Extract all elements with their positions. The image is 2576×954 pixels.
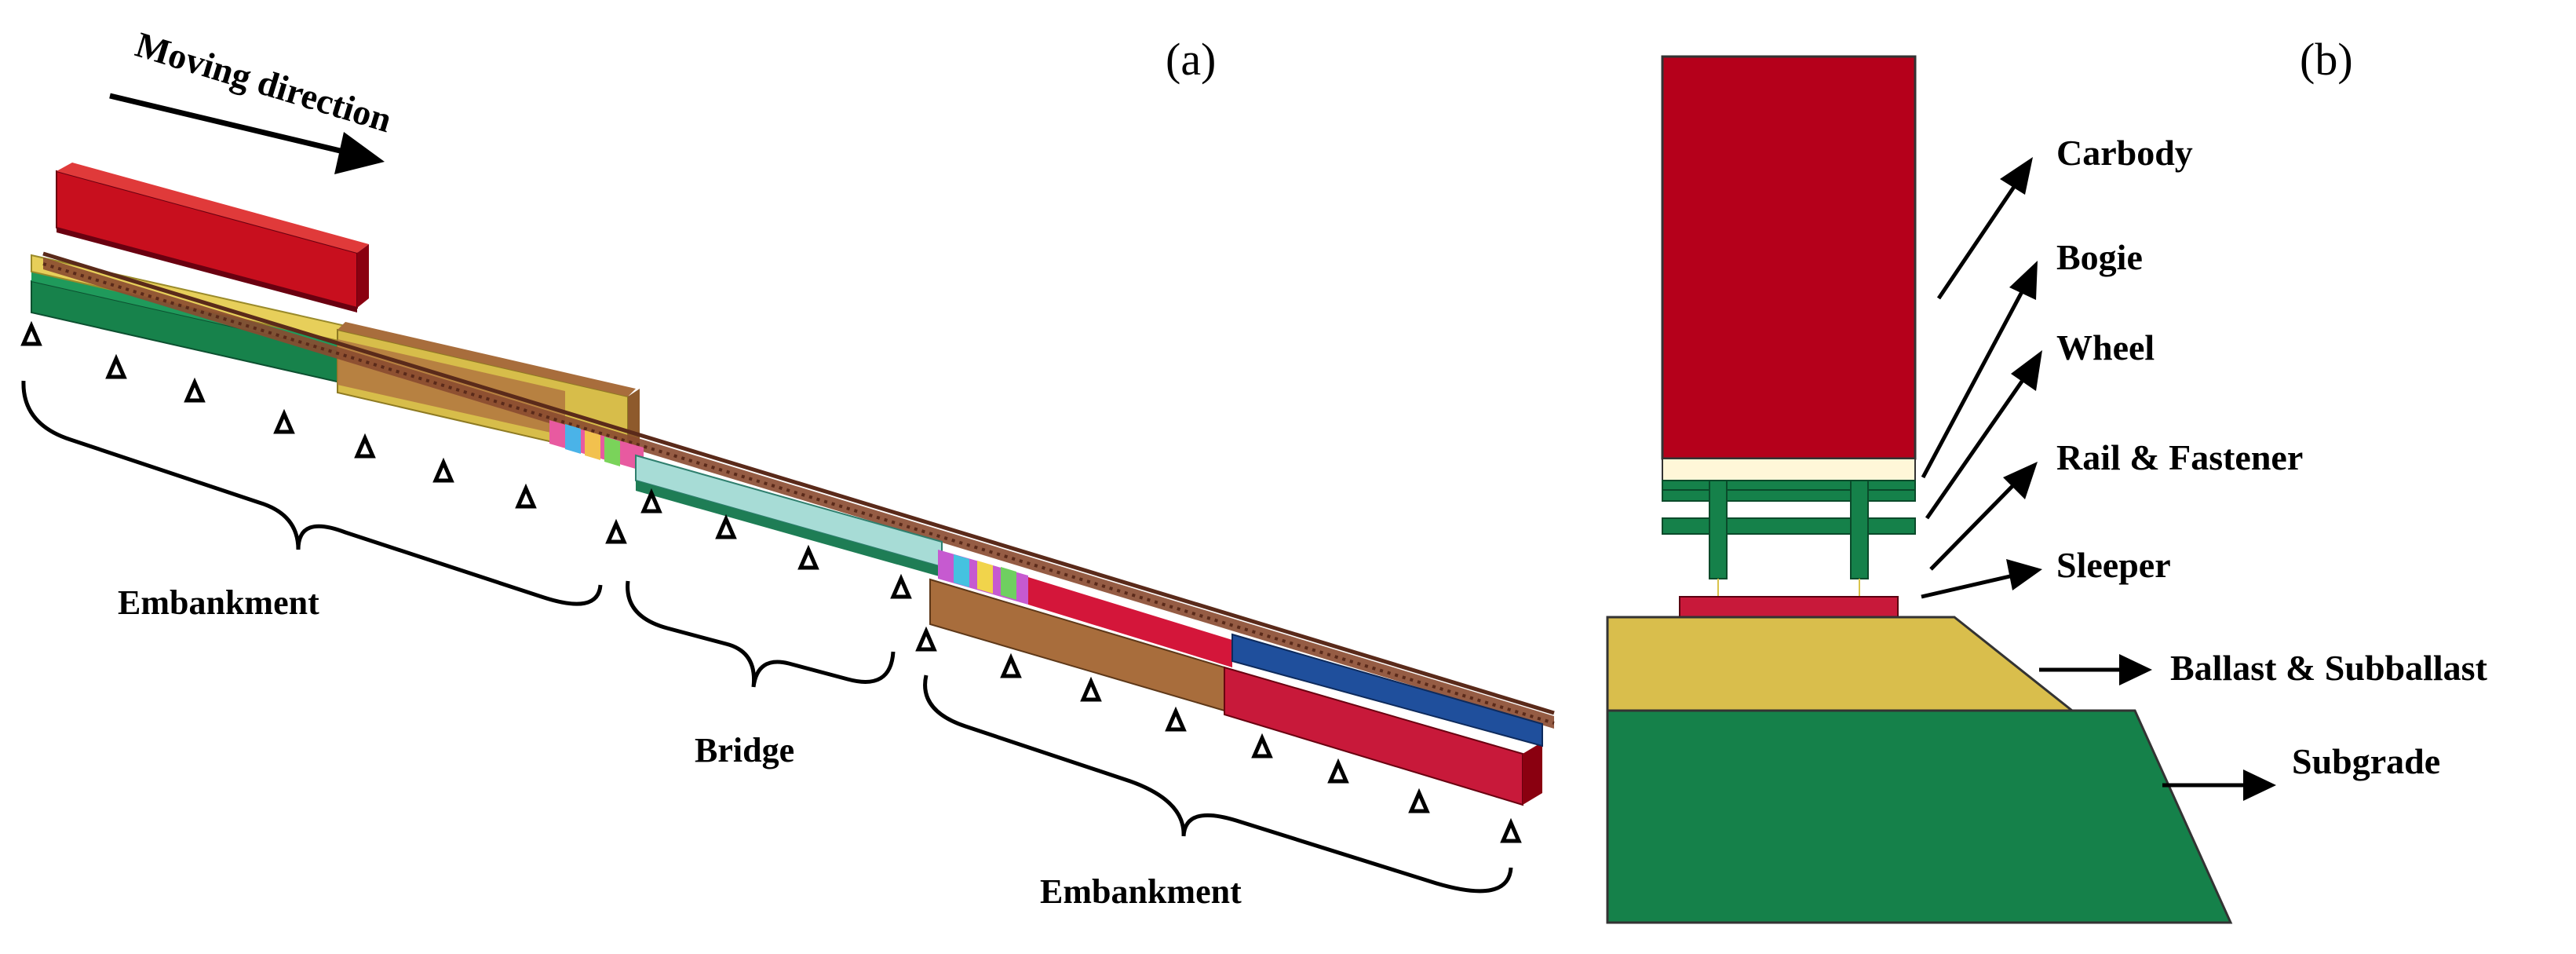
support-triangle <box>915 626 937 652</box>
bogie-frame <box>1662 480 1916 597</box>
support-triangle <box>20 320 42 346</box>
support-triangle <box>640 488 662 514</box>
brace-bridge <box>626 580 896 688</box>
support-triangle <box>1500 817 1522 843</box>
subgrade-label: Subgrade <box>2292 741 2440 781</box>
bogie-label: Bogie <box>2056 237 2143 277</box>
brace-left-embankment <box>21 380 603 606</box>
embankment-right-label: Embankment <box>1040 872 1242 911</box>
colored-transition-1 <box>549 420 644 471</box>
subgrade-block <box>1606 709 2233 924</box>
train-carbody <box>56 163 369 313</box>
panel-a-label: (a) <box>1166 34 1216 85</box>
leader-arrows <box>1921 157 2276 801</box>
rail-fastener-arrow <box>1929 462 2038 571</box>
support-triangle <box>273 408 295 434</box>
moving-direction-arrow <box>109 93 385 174</box>
support-triangles <box>20 320 1522 843</box>
right-embankment-blue-block <box>1231 633 1543 747</box>
wheel-arrow <box>1925 350 2042 520</box>
support-triangle <box>605 518 627 544</box>
support-triangle <box>184 377 206 403</box>
support-triangle <box>890 573 912 599</box>
panel-a: (a) Moving direction <box>20 24 1555 911</box>
sleeper-block <box>1679 596 1899 618</box>
support-triangle <box>105 353 127 379</box>
sleeper-label: Sleeper <box>2056 545 2171 585</box>
panel-b: (b) <box>1606 34 2488 924</box>
support-triangle <box>1327 758 1349 784</box>
bogie-arrow <box>1921 261 2038 479</box>
ballast-label: Ballast & Subballast <box>2170 648 2488 688</box>
carbody-label: Carbody <box>2056 133 2193 173</box>
support-triangle <box>1408 788 1430 813</box>
ballast-block <box>1606 616 2076 712</box>
right-embankment-brown-block <box>929 577 1232 712</box>
carbody-arrow <box>1936 157 2033 300</box>
subgrade-arrow <box>2162 769 2276 801</box>
bridge-deck <box>635 454 943 577</box>
support-triangle <box>1000 652 1022 678</box>
carbody-block <box>1661 55 1917 460</box>
support-triangle <box>715 514 737 539</box>
support-triangle <box>354 433 376 459</box>
moving-direction-label: Moving direction <box>131 24 396 141</box>
embankment-left-label: Embankment <box>118 583 319 622</box>
support-triangle <box>515 483 537 509</box>
brace-right-embankment <box>923 674 1513 894</box>
sleeper-arrow <box>1921 559 2042 599</box>
support-triangle <box>432 457 454 483</box>
support-triangle <box>1080 676 1102 702</box>
carbody-gap <box>1662 458 1916 481</box>
support-triangle <box>797 544 819 570</box>
colored-transition-2 <box>938 550 1028 605</box>
support-triangle <box>1251 733 1273 758</box>
track-model <box>31 163 1555 806</box>
ballast-arrow <box>2039 654 2152 685</box>
bridge-label: Bridge <box>695 731 794 769</box>
support-triangle <box>1165 706 1187 732</box>
wheel-label: Wheel <box>2056 327 2155 367</box>
panel-b-label: (b) <box>2300 34 2353 85</box>
right-embankment-red-block <box>1224 666 1542 806</box>
rail-sleeper-band <box>42 251 1555 729</box>
rail-fastener-label: Rail & Fastener <box>2056 437 2303 477</box>
